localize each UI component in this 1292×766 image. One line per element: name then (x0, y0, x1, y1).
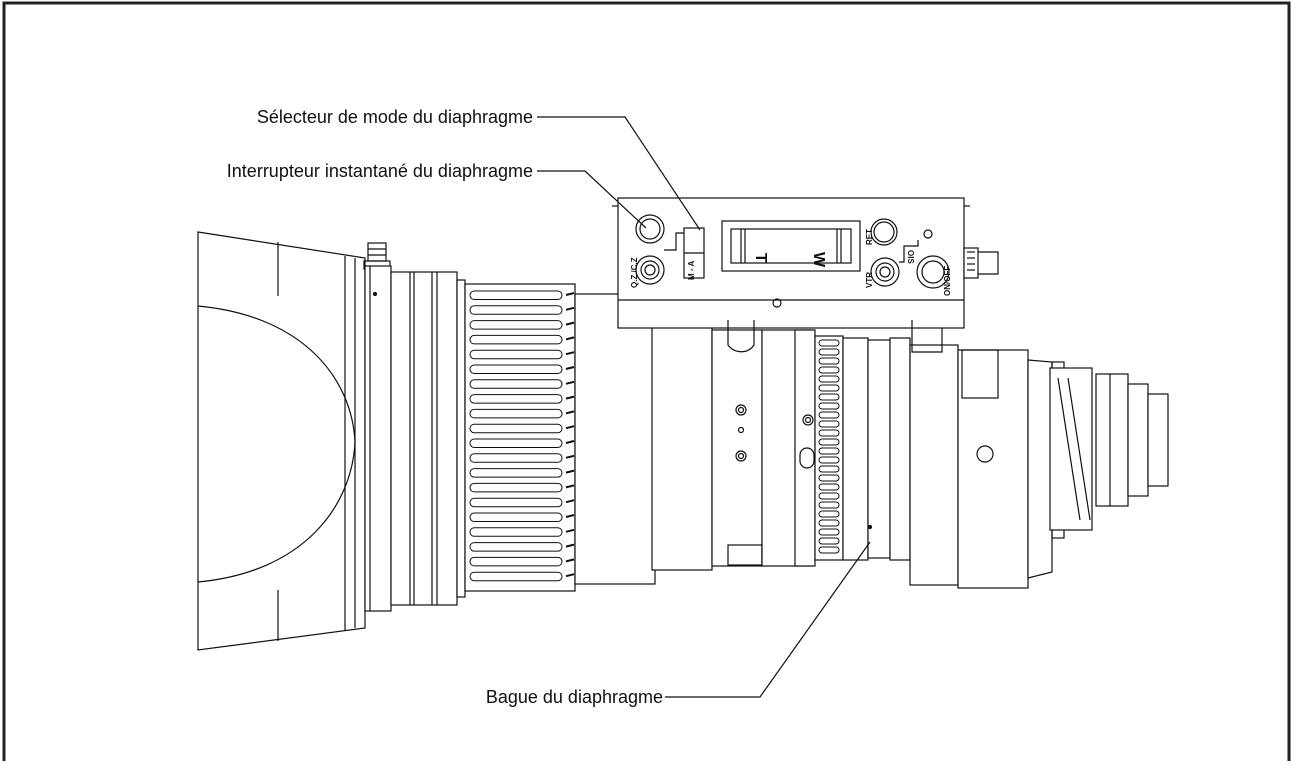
iris-ring-hole (818, 537, 840, 545)
iris-ring-hole (818, 492, 840, 500)
rear-barrel (842, 337, 1169, 589)
iris-ring-hole (818, 375, 840, 383)
lens-hood (197, 231, 391, 651)
iris-ring-hole (818, 456, 840, 464)
wire-trace (664, 232, 684, 251)
cable-knob (963, 247, 999, 279)
iris-mode-selector[interactable] (683, 227, 705, 279)
zoom-ring-ridge (469, 468, 563, 478)
zoom-ring-ridge (469, 542, 563, 552)
front-rings (364, 265, 466, 612)
iris-ring-hole (818, 546, 840, 554)
zoom-ring-tick (565, 306, 575, 311)
t-label: T (752, 253, 769, 263)
zoom-ring-ridge (469, 482, 563, 493)
zoom-ring-ridge (469, 394, 563, 404)
zoom-ring-ridge (469, 571, 563, 582)
iris-ring-hole (818, 519, 840, 527)
zoom-ring-ridge (469, 527, 563, 537)
vtr-button[interactable] (870, 257, 900, 287)
leader-iris-ring (665, 541, 871, 698)
zoom-ring-tick (565, 514, 575, 518)
iris-ring-hole (818, 348, 840, 356)
callout-iris-mode-selector: Sélecteur de mode du diaphragme (257, 107, 533, 127)
zoom-ring-tick (565, 484, 575, 489)
zoom-ring-tick (565, 380, 575, 385)
zoom-ring-tick (565, 366, 575, 370)
grip-panel (612, 197, 970, 353)
iris-ring-hole (818, 474, 840, 482)
zoom-ring-tick (565, 336, 575, 341)
w-label: W (810, 252, 827, 268)
qz-cz-button[interactable] (635, 255, 665, 285)
zoom-ring-ridge (469, 290, 563, 300)
inner-barrel (574, 293, 656, 585)
iris-ring-hole (818, 501, 840, 509)
zoom-ring-ridge (469, 320, 563, 330)
zoom-ring-tick (565, 351, 575, 356)
qz-cz-label: Q.Z./C.Z (630, 257, 639, 288)
zoom-ring-ridge (469, 305, 563, 315)
zoom-ring-ridge (469, 497, 563, 508)
iris-ring-hole (818, 420, 840, 428)
vtr-label: VTR (865, 272, 874, 288)
leader-iris-mode-selector (537, 116, 701, 231)
mode-label: M - A (687, 261, 696, 280)
zoom-ring-tick (565, 425, 575, 430)
onoff-label: ON/OFF (943, 266, 952, 296)
zoom-ring-tick (565, 321, 575, 326)
iris-ring-hole (818, 429, 840, 437)
iris-ring-hole (818, 384, 840, 392)
ois-trace (899, 240, 919, 263)
iris-momentary-switch[interactable] (635, 214, 665, 244)
zoom-ring-tick (565, 292, 575, 296)
iris-ring-hole (818, 366, 840, 374)
zoom-ring-ridge (469, 556, 563, 567)
zoom-ring-tick (565, 440, 575, 444)
zoom-ring-tick (565, 395, 575, 400)
iris-ring-hole (818, 339, 840, 347)
iris-ring-hole (818, 393, 840, 401)
iris-ring-hole (818, 411, 840, 419)
iris-ring-hole (818, 483, 840, 491)
zoom-ring-ridge (469, 349, 563, 360)
iris-ring-hole (818, 357, 840, 365)
zoom-ring-tick (565, 469, 575, 474)
zoom-ring-ridge (469, 453, 563, 463)
zoom-ring-ridge (469, 334, 563, 345)
iris-ring-hole (818, 402, 840, 410)
iris-ring-hole (818, 438, 840, 446)
zoom-ring-tick (565, 454, 575, 459)
ret-label: RET (865, 229, 874, 245)
zoom-ring-tick (565, 410, 575, 415)
zoom-ring-tick (565, 499, 575, 504)
zoom-ring-ridge (469, 423, 563, 434)
callout-iris-ring: Bague du diaphragme (486, 687, 663, 707)
ois-label: OIS (906, 250, 915, 264)
zoom-ring-ridge (469, 364, 563, 374)
zoom-ring-ridge (469, 512, 563, 522)
iris-ring-hole (818, 465, 840, 473)
iris-ring-hole (818, 510, 840, 518)
zoom-ring-ridge (469, 408, 563, 419)
indicator-led (923, 229, 933, 239)
iris-ring-hole (818, 447, 840, 455)
zoom-ring-ridge (469, 379, 563, 389)
zoom-ring-tick (565, 558, 575, 563)
iris-ring-hole (818, 528, 840, 536)
callout-iris-momentary-switch: Interrupteur instantané du diaphragme (227, 161, 533, 181)
leader-iris-momentary-switch (537, 170, 647, 229)
zoom-ring[interactable] (464, 283, 576, 592)
main-barrel (651, 325, 816, 571)
zoom-ring-ridge (469, 438, 563, 448)
on-off-button[interactable] (916, 255, 950, 289)
zoom-ring-tick (565, 528, 575, 533)
iris-ring[interactable] (814, 335, 844, 561)
zoom-ring-tick (565, 573, 575, 578)
ret-button[interactable] (870, 218, 898, 246)
zoom-ring-tick (565, 543, 575, 548)
